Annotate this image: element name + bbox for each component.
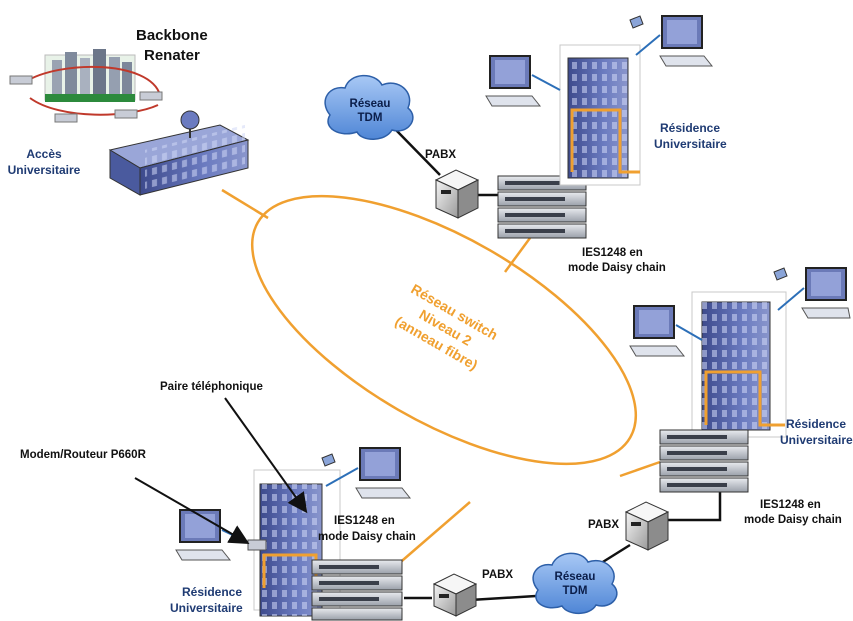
bottom-switch-stack: IES1248 en mode Daisy chain [311, 515, 416, 621]
top-building [559, 44, 641, 186]
annotation-pair-label: Paire téléphonique [160, 381, 263, 393]
right-ies-line1: IES1248 en [760, 499, 821, 511]
backbone-renater: Backbone Renater [9, 27, 208, 123]
right-building [691, 291, 787, 438]
right-pabx: PABX [588, 501, 670, 551]
top-switch-stack: IES1248 en mode Daisy chain [497, 175, 666, 274]
cable-right-switch-pabx [668, 492, 722, 522]
annotation-pair: Paire téléphonique [160, 381, 308, 514]
bottom-ies-line2: mode Daisy chain [318, 531, 416, 543]
bottom-computer-right [321, 447, 412, 499]
modem-router [247, 539, 267, 551]
top-cloud-line1: Réseau [350, 98, 391, 110]
right-pabx-label: PABX [588, 519, 619, 531]
right-computer-left [629, 305, 703, 357]
right-ies-line2: mode Daisy chain [744, 514, 842, 526]
fiber-link-top [503, 237, 532, 273]
top-computer-left [485, 55, 561, 107]
fiber-link-bottom [395, 501, 471, 567]
access-building: Accès Universitaire [8, 110, 250, 196]
top-tdm-cloud: Réseau TDM [324, 74, 414, 140]
fiber-ring [250, 194, 638, 466]
right-computer-right [773, 267, 851, 319]
backbone-label-line2: Renater [144, 47, 200, 64]
backbone-label-line1: Backbone [136, 27, 208, 44]
access-label-line1: Accès [26, 147, 62, 161]
fiber-link-access [221, 188, 269, 220]
access-label-line2: Universitaire [8, 163, 81, 177]
top-computer-right [629, 15, 714, 67]
bottom-tdm-cloud: Réseau TDM [532, 552, 618, 615]
top-pabx-label: PABX [425, 149, 456, 161]
bottom-residence-line1: Résidence [182, 585, 242, 599]
top-pabx: PABX [425, 149, 480, 219]
top-residence-line2: Universitaire [654, 137, 727, 151]
top-ies-line1: IES1248 en [582, 247, 643, 259]
ring-label: Réseau switch Niveau 2 (anneau fibre) [392, 281, 500, 373]
bottom-residence-line2: Universitaire [170, 601, 243, 615]
bottom-pabx: PABX [432, 569, 513, 617]
right-site: IES1248 en mode Daisy chain Résidence Un… [588, 267, 853, 551]
bottom-cloud-line1: Réseau [555, 571, 596, 583]
bottom-cloud-line2: TDM [563, 585, 588, 597]
annotation-modem: Modem/Routeur P660R [20, 449, 250, 544]
bottom-pabx-label: PABX [482, 569, 513, 581]
cable-bottom-cloud-pabx [469, 594, 537, 602]
cable-top-cloud-pabx [395, 129, 441, 176]
fiber-link-right [619, 460, 661, 478]
top-site: Réseau TDM PABX IES1248 en mode Daisy ch… [324, 15, 727, 274]
right-switch-stack: IES1248 en mode Daisy chain [659, 429, 842, 526]
bottom-site: IES1248 en mode Daisy chain Résidence Un… [170, 447, 618, 621]
bottom-ies-line1: IES1248 en [334, 515, 395, 527]
annotation-pair-arrow [224, 397, 308, 514]
right-residence-line1: Résidence [786, 417, 846, 431]
annotation-modem-arrow [134, 477, 250, 544]
bottom-computer-left [175, 509, 257, 561]
right-residence-line2: Universitaire [780, 433, 853, 447]
top-ies-line2: mode Daisy chain [568, 262, 666, 274]
top-residence-line1: Résidence [660, 121, 720, 135]
annotation-modem-label: Modem/Routeur P660R [20, 449, 147, 461]
top-cloud-line2: TDM [358, 112, 383, 124]
